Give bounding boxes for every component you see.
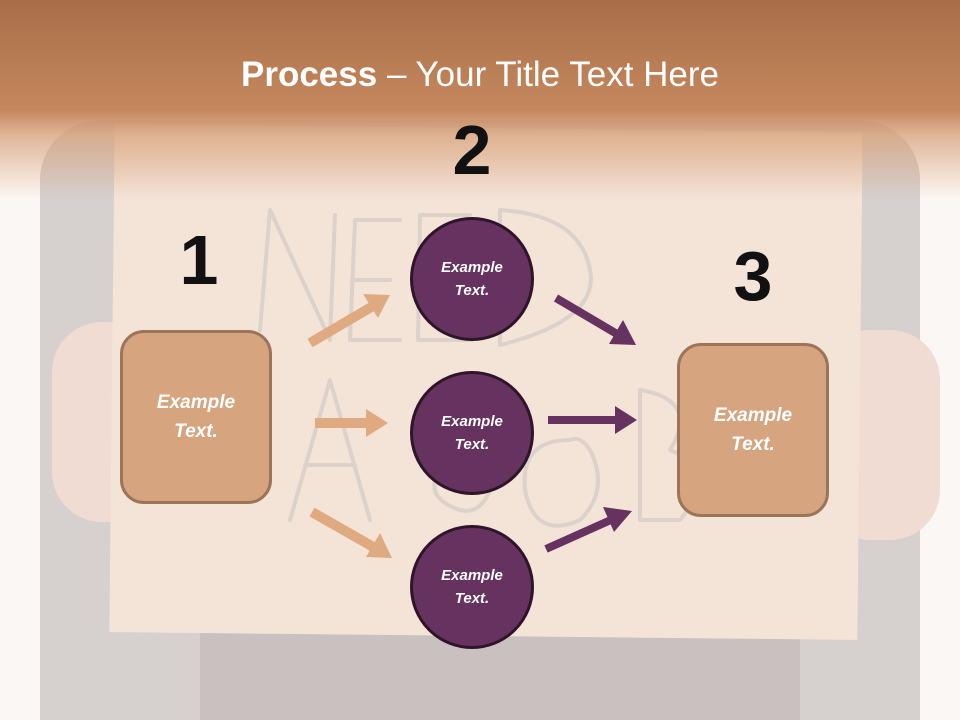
title-band — [0, 0, 960, 200]
slide-title-bold: Process — [241, 55, 378, 94]
output-box[interactable]: Example Text. — [677, 343, 829, 517]
slide-title-rest: – Your Title Text Here — [377, 55, 719, 94]
process-circle-bottom[interactable]: Example Text. — [410, 525, 534, 649]
process-circle-middle-text: Example Text. — [441, 413, 503, 453]
input-box[interactable]: Example Text. — [120, 330, 272, 504]
step-number-2: 2 — [452, 111, 492, 189]
process-circle-top[interactable]: Example Text. — [410, 217, 534, 341]
slide-title: Process – Your Title Text Here — [0, 52, 960, 98]
input-box-text: Example Text. — [156, 392, 236, 442]
step-number-3: 3 — [733, 237, 773, 315]
process-circle-middle[interactable]: Example Text. — [410, 371, 534, 495]
process-circle-top-text: Example Text. — [441, 259, 503, 299]
step-number-1: 1 — [179, 221, 219, 299]
output-box-text: Example Text. — [713, 405, 793, 455]
process-circle-bottom-text: Example Text. — [441, 567, 503, 607]
